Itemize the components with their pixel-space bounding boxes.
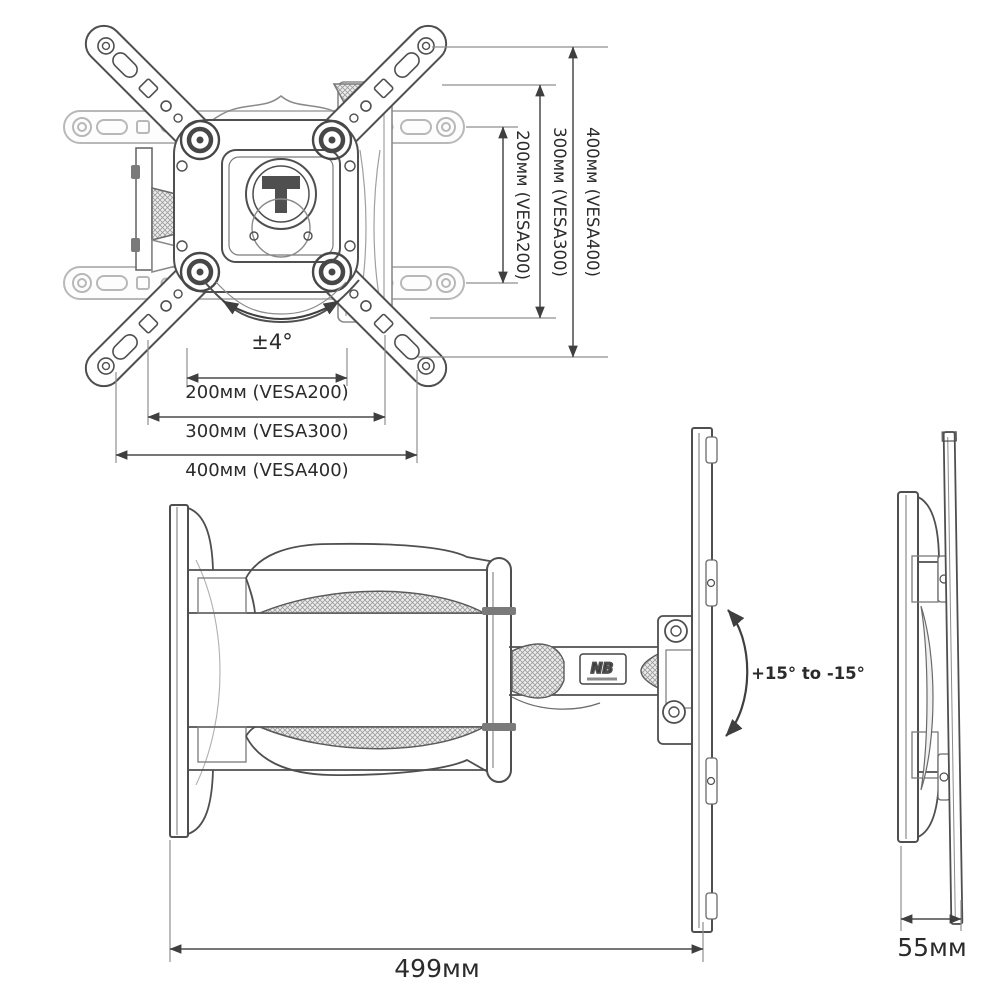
center-plate — [173, 119, 359, 293]
folded-body — [897, 491, 951, 843]
arm-hatched-cone-right — [640, 651, 661, 691]
nb-logo-text: NB — [591, 661, 613, 677]
profile-view: 55мм — [897, 431, 967, 962]
dim-label-h300: 300мм (VESA300) — [185, 421, 348, 442]
dim-label-h400: 400мм (VESA400) — [185, 460, 348, 481]
dim-label-depth: 499мм — [394, 954, 479, 983]
depth-dimension: 499мм — [169, 840, 704, 983]
pivot-cylinder — [482, 557, 516, 783]
arm-hatched-cone-left — [511, 643, 565, 699]
upper-hatched-lens — [259, 590, 485, 614]
monitor-plate — [169, 504, 221, 838]
arm-body — [245, 542, 496, 777]
pivot-rosettes — [179, 119, 353, 293]
dim-label-v300: 300мм (VESA300) — [550, 127, 569, 277]
rotation-arc — [222, 300, 340, 320]
wall-plate-side — [691, 427, 718, 933]
tilt-arrow — [725, 609, 749, 737]
vertical-dimensions: 200мм (VESA200) 300мм (VESA300) 400мм (V… — [418, 46, 608, 358]
front-view: ±4° 200мм (VESA200) 300мм (VESA300) 400м… — [63, 17, 608, 481]
dim-label-h200: 200мм (VESA200) — [185, 382, 348, 403]
horizontal-dimensions: 200мм (VESA200) 300мм (VESA300) 400мм (V… — [115, 335, 418, 481]
nb-logo: NB — [579, 653, 627, 685]
tilt-arm: NB — [509, 643, 662, 710]
top-bracket-curve — [209, 95, 353, 123]
dim-label-width: 55мм — [897, 933, 967, 962]
folded-arm-lens — [920, 605, 934, 791]
lower-arm — [188, 726, 490, 771]
dim-label-v200: 200мм (VESA200) — [513, 130, 532, 280]
hub-inner — [252, 165, 310, 223]
upper-arm — [188, 569, 490, 614]
side-view: NB +15° to -15° — [169, 427, 865, 983]
width-dimension: 55мм — [897, 846, 967, 962]
lower-circle — [251, 198, 311, 258]
lower-hatched-lens — [259, 726, 485, 750]
dim-label-v400: 400мм (VESA400) — [583, 127, 602, 277]
rotation-label: ±4° — [251, 330, 292, 354]
hub-t-cutout — [262, 176, 300, 213]
hub-outer — [245, 158, 317, 230]
tilt-label: +15° to -15° — [751, 664, 865, 683]
wall-plate-profile — [941, 431, 964, 925]
